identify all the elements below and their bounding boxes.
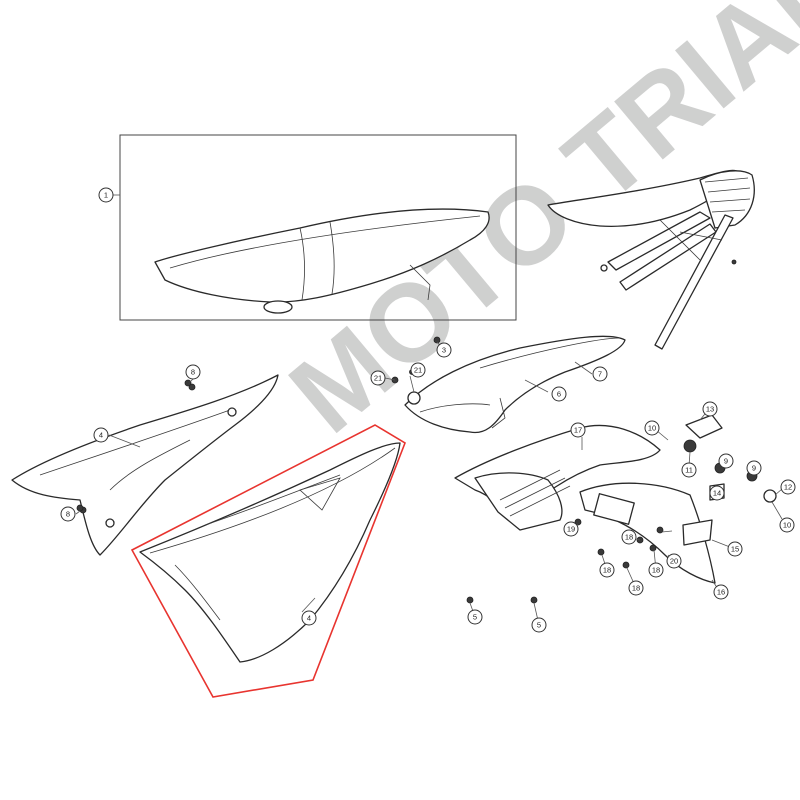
svg-text:13: 13 <box>706 405 714 414</box>
callout: 21 <box>370 370 386 386</box>
highlighted-side-panel <box>130 424 406 698</box>
svg-text:18: 18 <box>652 566 660 575</box>
svg-text:14: 14 <box>713 489 721 498</box>
svg-text:10: 10 <box>783 521 791 530</box>
svg-text:4: 4 <box>307 614 311 623</box>
callout: 3 <box>436 342 452 358</box>
svg-text:9: 9 <box>724 457 728 466</box>
svg-text:21: 21 <box>414 366 422 375</box>
callout: 21 <box>410 362 426 378</box>
callouts: 1 3 21 21 6 7 8 4 8 4 17 10 13 11 9 9 12… <box>60 187 796 633</box>
svg-text:8: 8 <box>66 510 70 519</box>
callout: 18 <box>628 580 644 596</box>
callout: 9 <box>718 453 734 469</box>
callout: 8 <box>60 506 76 522</box>
callout: 9 <box>746 460 762 476</box>
callout: 4 <box>93 427 109 443</box>
callout: 17 <box>570 422 586 438</box>
callout: 7 <box>592 366 608 382</box>
svg-text:18: 18 <box>603 566 611 575</box>
rear-frame-assembly <box>547 169 755 350</box>
svg-text:7: 7 <box>598 370 602 379</box>
rear-mudguard <box>454 414 777 584</box>
callout: 10 <box>644 420 660 436</box>
svg-text:19: 19 <box>567 525 575 534</box>
callout: 5 <box>531 617 547 633</box>
callout: 1 <box>98 187 114 203</box>
seat-group-box <box>119 134 517 321</box>
svg-text:1: 1 <box>104 191 108 200</box>
callout: 4 <box>301 610 317 626</box>
side-panel-left <box>11 374 279 556</box>
seat-assembly-group <box>119 134 517 321</box>
svg-text:15: 15 <box>731 545 739 554</box>
callout: 18 <box>648 562 664 578</box>
callout: 5 <box>467 609 483 625</box>
svg-text:18: 18 <box>625 533 633 542</box>
callout: 6 <box>551 386 567 402</box>
callout: 8 <box>185 364 201 380</box>
svg-text:3: 3 <box>442 346 446 355</box>
svg-text:10: 10 <box>648 424 656 433</box>
callout: 11 <box>681 462 697 478</box>
svg-text:17: 17 <box>574 426 582 435</box>
svg-text:4: 4 <box>99 431 103 440</box>
svg-text:11: 11 <box>685 466 693 475</box>
callout: 14 <box>709 485 725 501</box>
svg-text:5: 5 <box>473 613 477 622</box>
callout: 15 <box>727 541 743 557</box>
svg-text:9: 9 <box>752 464 756 473</box>
callout: 10 <box>779 517 795 533</box>
svg-text:8: 8 <box>191 368 195 377</box>
callout: 20 <box>666 553 682 569</box>
svg-text:6: 6 <box>557 390 561 399</box>
svg-text:12: 12 <box>784 483 792 492</box>
callout: 19 <box>563 521 579 537</box>
svg-text:16: 16 <box>717 588 725 597</box>
svg-text:5: 5 <box>537 621 541 630</box>
svg-text:21: 21 <box>374 374 382 383</box>
callout: 18 <box>621 529 637 545</box>
callout: 16 <box>713 584 729 600</box>
callout: 18 <box>599 562 615 578</box>
callout: 12 <box>780 479 796 495</box>
highlight-outline <box>130 424 406 698</box>
svg-text:20: 20 <box>670 557 678 566</box>
callout: 13 <box>702 401 718 417</box>
svg-text:18: 18 <box>632 584 640 593</box>
